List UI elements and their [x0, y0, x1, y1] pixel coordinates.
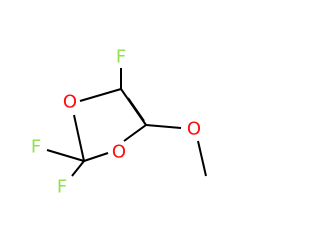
- bond-o-methyl: [197, 140, 207, 177]
- oxygen-methoxy-label: O: [187, 119, 201, 140]
- fluorine-top-label: F: [116, 47, 126, 68]
- oxygen-ring-right-label: O: [112, 142, 126, 163]
- bond-c4-c5-double: [127, 97, 145, 122]
- bond-c2-f-left: [46, 149, 85, 162]
- fluorine-left-label: F: [31, 137, 41, 158]
- bond-c2-f-bottom: [71, 160, 85, 177]
- bond-c4-o3: [79, 88, 122, 102]
- oxygen-ring-left-label: O: [63, 92, 77, 113]
- fluorine-bottom-label: F: [57, 177, 67, 198]
- bond-c2-o1: [83, 152, 109, 162]
- chemical-structure-diagram: O O O F F F: [31, 47, 207, 198]
- bond-c5-o-methoxy: [145, 124, 182, 129]
- bond-o1-c5: [123, 124, 147, 142]
- bond-o3-c2: [73, 114, 85, 162]
